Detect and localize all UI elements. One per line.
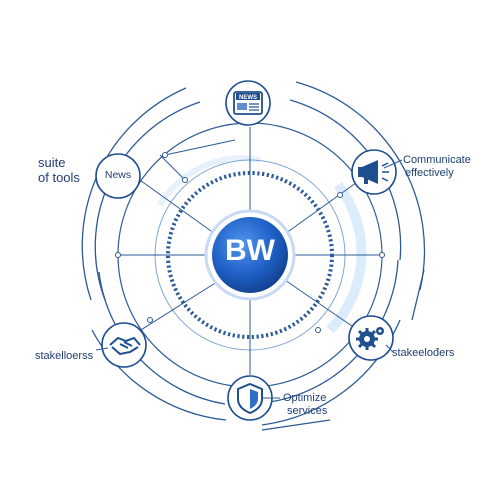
- center-badge: [212, 217, 288, 293]
- megaphone-icon: [358, 160, 389, 184]
- shield-icon: [237, 382, 263, 415]
- news-node-label: News: [104, 169, 132, 181]
- node-news-left: [95, 153, 141, 199]
- suite-label-line2: of tools: [38, 170, 80, 185]
- stakeholders-right-label: stakeelođers: [392, 347, 455, 359]
- glow-arc-inner: [157, 155, 261, 207]
- optimize-label-line1: Optimize: [283, 392, 327, 404]
- gears-icon: [356, 327, 384, 350]
- optimize-label-line2: services: [287, 405, 328, 417]
- glow-arc: [326, 181, 367, 334]
- handshake-icon: [109, 336, 141, 356]
- communicate-label-line1: Communicate: [403, 154, 471, 166]
- newspaper-icon: [233, 91, 263, 115]
- connector-dots: [115, 152, 385, 333]
- newspaper-badge-text: NEWS: [239, 95, 257, 101]
- center-logo-text: BW: [225, 234, 275, 267]
- spokes: [115, 127, 385, 375]
- label-leaders: [95, 159, 403, 399]
- suite-label-line1: suite: [38, 155, 66, 170]
- stakeholders-left-label: stakelloerss: [35, 350, 94, 362]
- communicate-label-line2: effectively: [405, 167, 454, 179]
